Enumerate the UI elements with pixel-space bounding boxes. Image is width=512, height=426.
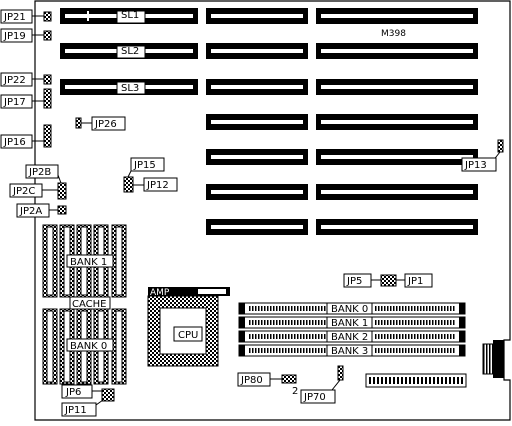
simm-bank-label: BANK 0 [331,304,368,315]
jumper-label-jp19: JP19 [3,31,26,42]
pci-slot-mid-5 [206,149,308,165]
jumper-jp12: JP12 [123,176,178,193]
jumper-jp19: JP19 [0,28,52,43]
jumper-jp17: JP17 [0,88,52,109]
jp80-pin-label: 2 [292,386,298,397]
jumper-jp26: JP26 [75,116,126,131]
simm-sockets: BANK 0 BANK 1 BANK 2 BANK 3 [238,302,466,357]
jumper-jp15: JP15 [127,157,165,178]
jumper-label-jp1: JP1 [407,276,423,287]
simm-bank-label: BANK 1 [331,318,368,329]
cache-bank0-label-box [66,338,114,352]
jumper-label-jp13: JP13 [464,160,487,171]
jumper-label-jp2b: JP2B [28,167,51,178]
jumper-label-jp21: JP21 [3,12,26,23]
cache-bank0-label: BANK 0 [70,341,107,352]
jumper-label-jp22: JP22 [3,75,26,86]
jumper-jp1: JP1 [396,273,433,288]
expansion-slots [60,8,478,235]
board-model-label: M398 [381,29,406,39]
simm-bank-label: BANK 3 [331,346,368,357]
pci-slot-mid-7 [206,219,308,235]
jumper-label-jp15: JP15 [133,160,156,171]
isa-slot-right-2 [316,43,478,59]
cache-chip [111,224,127,298]
jumper-jp21: JP21 [0,9,52,24]
cpu-amp-label: AMP [150,288,170,298]
jumper-jp70: JP70 [300,365,344,404]
slot-label-sl1: SL1 [121,10,139,21]
slot-label-box-2 [116,45,146,59]
isa-slot-right-4 [316,114,478,130]
simm-socket-0: BANK 0 [238,302,466,315]
cache-label: CACHE [72,299,106,310]
simm-socket-3: BANK 3 [238,344,466,357]
jumper-label-jp12: JP12 [146,180,169,191]
jumper-label-jp11: JP11 [64,405,87,416]
isa-slot-right-1 [316,8,478,24]
jp6-jp11-header [101,388,115,402]
jumper-label-jp80: JP80 [240,375,263,386]
jumper-jp2b: JP2B [25,164,62,184]
pci-slot-mid-3 [206,79,308,95]
cache-chip [111,308,127,385]
jumper-label-jp6: JP6 [65,387,81,398]
cpu-socket: CPU AMP [147,287,230,367]
cache-label-box [69,296,111,310]
jumper-jp2a: JP2A [16,203,67,218]
jumper-label-jp2c: JP2C [12,186,35,197]
pci-slot-mid-2 [206,43,308,59]
cache-bank1-label: BANK 1 [70,257,107,268]
jumper-jp16: JP16 [0,124,52,149]
cache-chip [42,308,58,385]
pci-slot-mid-6 [206,184,308,200]
slot-label-box-3 [116,81,146,95]
cache-chip [42,224,58,298]
isa-slot-right-5 [316,149,478,165]
jumper-label-jp17: JP17 [3,97,26,108]
power-connector [365,373,467,388]
jumper-label-jp16: JP16 [3,137,26,148]
slot-label-sl3: SL3 [121,83,139,94]
isa-slot-right-7 [316,219,478,235]
jumper-jp6: JP6 [61,384,102,399]
simm-bank-label: BANK 2 [331,332,368,343]
jp5-jp1-header [380,274,397,287]
jumper-label-jp26: JP26 [94,119,117,130]
simm-socket-2: BANK 2 [238,330,466,343]
simm-socket-1: BANK 1 [238,316,466,329]
jumper-jp2c: JP2C [9,182,67,200]
jumper-jp80: JP80 2 [237,372,298,397]
cache-bank1-label-box [66,254,114,268]
isa-slot-right-6 [316,184,478,200]
jumper-jp5: JP5 [343,273,381,288]
board-outline [34,0,511,421]
right-connector [482,340,504,378]
cpu-label: CPU [178,330,198,341]
jumper-label-jp2a: JP2A [19,206,42,217]
pci-slot-mid-1 [206,8,308,24]
jumper-label-jp70: JP70 [303,392,326,403]
slot-label-box-1 [116,10,146,24]
jumper-jp22: JP22 [0,72,52,87]
slot-label-sl2: SL2 [121,46,139,57]
isa-slot-right-3 [316,79,478,95]
zif-lever [148,287,230,296]
jumper-label-jp5: JP5 [346,276,362,287]
jumper-jp11: JP11 [61,399,104,417]
pci-slot-mid-4 [206,114,308,130]
jumper-jp13: JP13 [461,139,504,172]
